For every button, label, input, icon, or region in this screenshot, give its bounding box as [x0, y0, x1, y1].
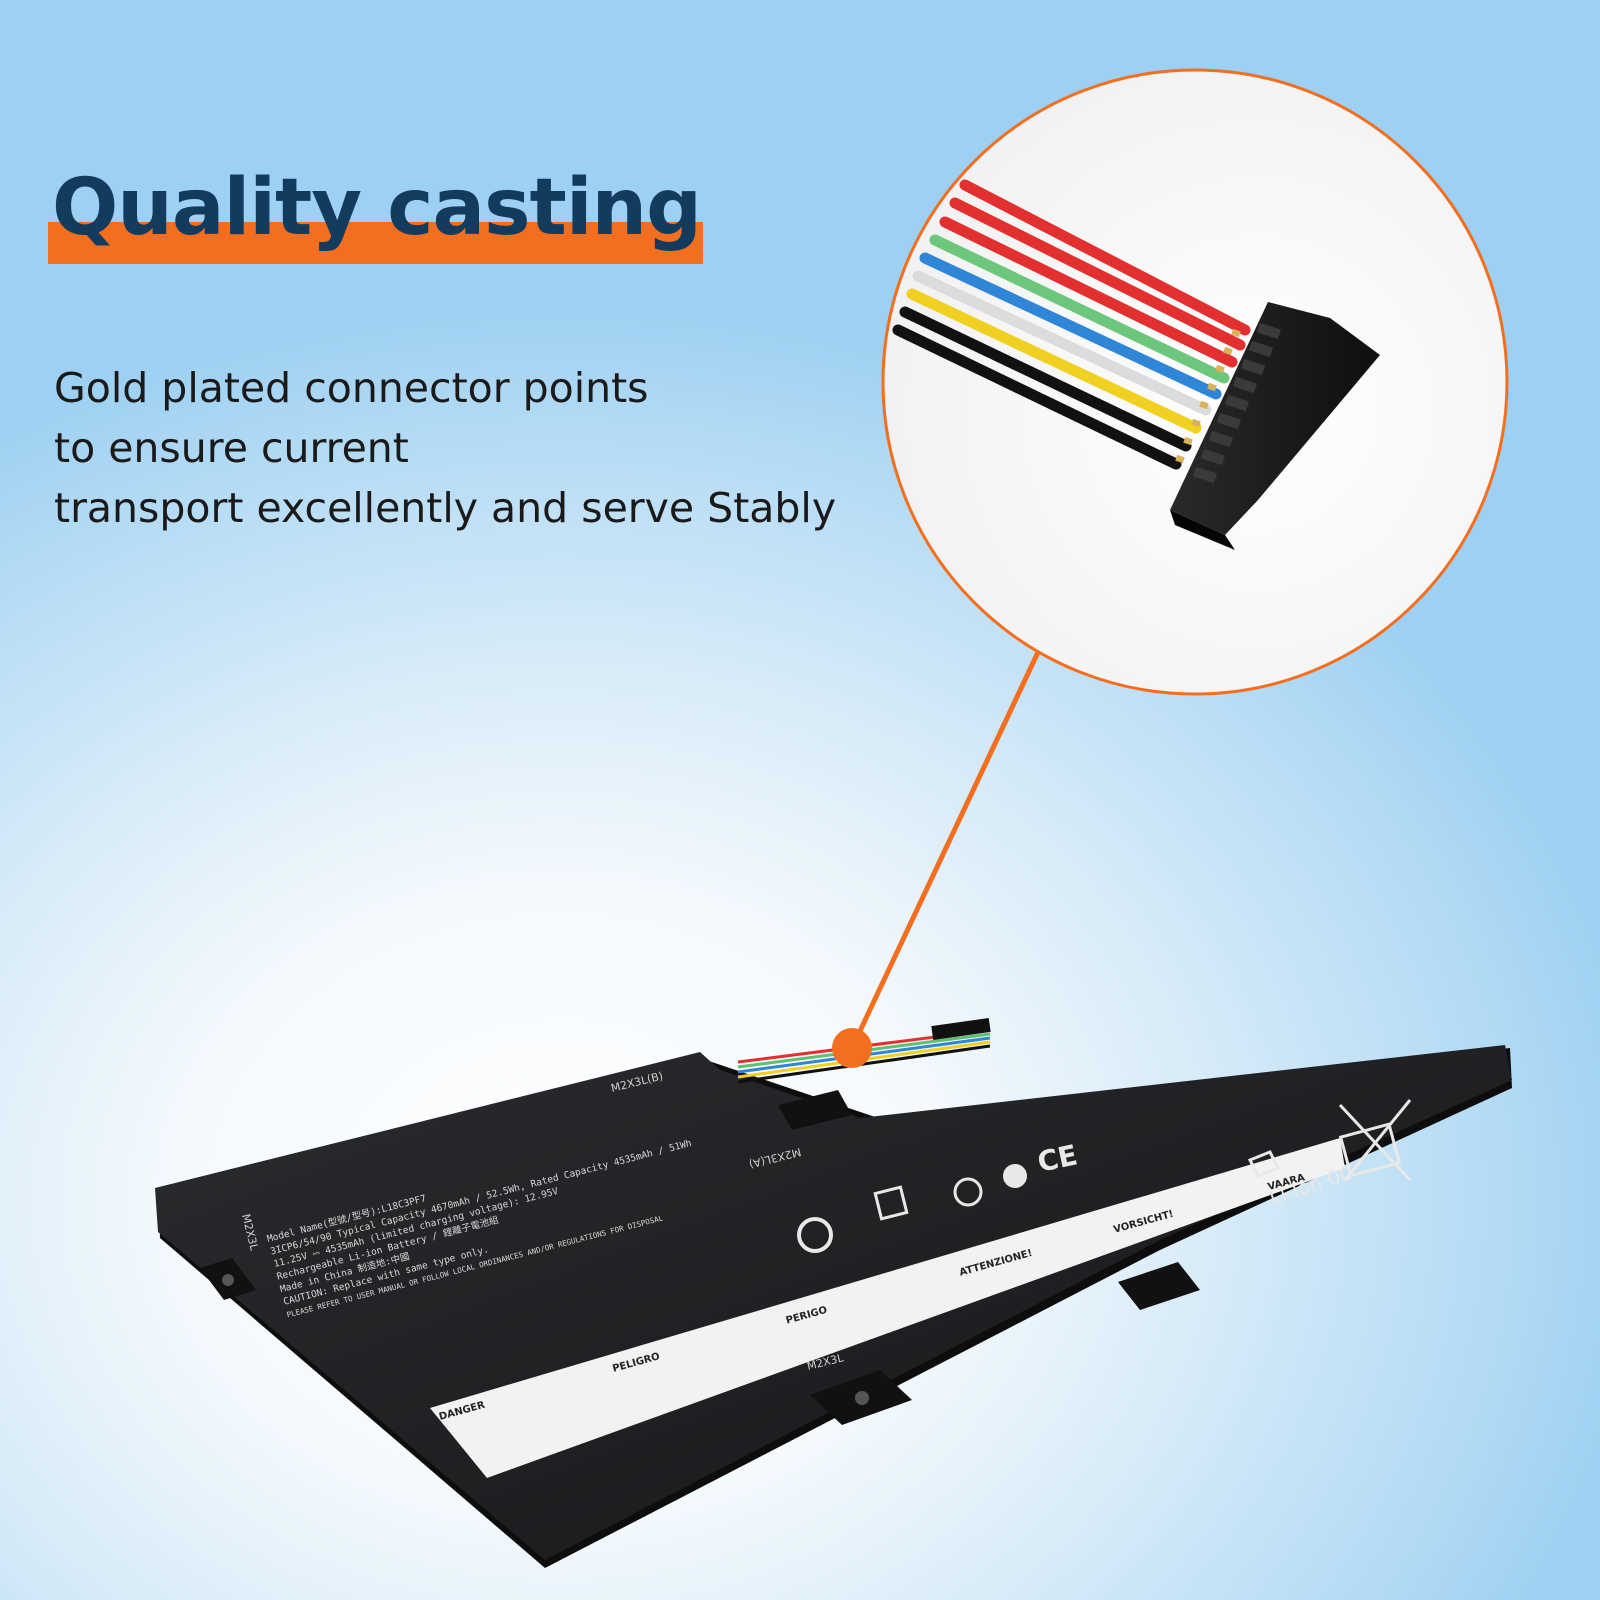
zoom-circle-outline: [881, 68, 1509, 696]
warning-label-strip: [430, 1138, 1345, 1478]
wire-red-3: [939, 216, 1238, 368]
leader-line: [849, 646, 1043, 1050]
wire-red-2: [949, 197, 1246, 351]
wire-white: [912, 270, 1212, 416]
description-line-1: Gold plated connector points: [54, 364, 649, 412]
headline-block: Quality casting: [48, 160, 703, 265]
connector-highlight-dot: [832, 1028, 872, 1068]
description: Gold plated connector points to ensure c…: [54, 358, 874, 538]
safety-mark-icon: [953, 1177, 983, 1207]
wire-blue: [919, 252, 1222, 400]
wire-yellow: [906, 288, 1202, 434]
wire-connector-housing: [1170, 302, 1380, 550]
battery-pack: Model Name(型號/型号):L18C3PF7 3ICP6/54/90 T…: [155, 1018, 1512, 1568]
energy-mark-icon: [1003, 1164, 1027, 1188]
connector-zoom-circle: [881, 68, 1509, 696]
description-line-2: to ensure current: [54, 424, 409, 472]
battery-connector-small: [931, 1018, 991, 1040]
recycle-circle-icon: [797, 1217, 833, 1253]
crossed-bin-icon: [1338, 1099, 1412, 1182]
headline: Quality casting: [52, 163, 702, 253]
mount-tab-top: [778, 1090, 852, 1130]
headline-underline-bar: [48, 222, 703, 264]
wire-black-2: [892, 324, 1182, 470]
wire-red-1: [959, 179, 1251, 336]
battery-logo-icon: [873, 1185, 909, 1221]
recycle-arrows-icon: [1247, 1150, 1281, 1178]
description-line-3: transport excellently and serve Stably: [54, 484, 837, 532]
wire-green: [929, 234, 1230, 384]
ce-mark: CE: [1035, 1138, 1081, 1179]
wire-black-1: [899, 306, 1192, 452]
mount-tab-right: [1118, 1262, 1200, 1310]
